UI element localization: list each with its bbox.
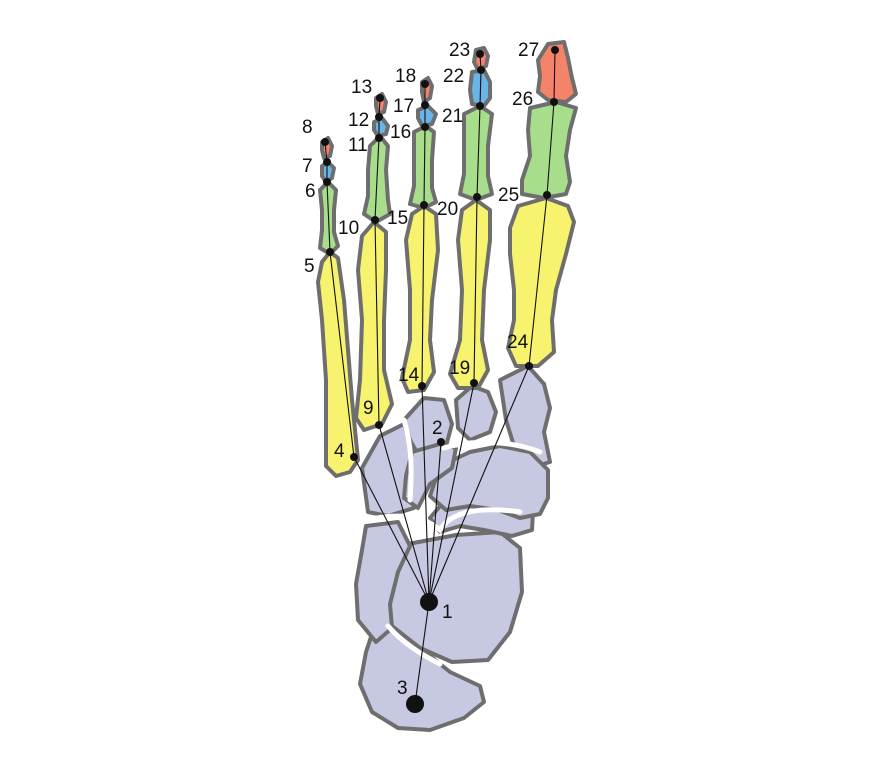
metatarsal-5 <box>316 250 360 478</box>
landmark-point-8 <box>321 138 329 146</box>
landmark-point-20 <box>473 193 481 201</box>
landmark-point-2 <box>437 438 445 446</box>
metatarsal-1 <box>506 196 576 368</box>
calcaneus-bone <box>358 616 486 732</box>
landmark-label-18: 18 <box>395 66 416 87</box>
landmark-point-5 <box>326 248 334 256</box>
landmark-label-11: 11 <box>348 135 368 156</box>
cuneiform-medial-bone <box>454 384 498 442</box>
landmark-label-3: 3 <box>397 678 408 699</box>
tarsal-bones <box>354 364 552 732</box>
landmark-point-7 <box>323 158 331 166</box>
landmark-label-24: 24 <box>507 332 529 353</box>
first-cuneiform-bone <box>498 364 552 470</box>
landmark-labels: 1 2 3 4 5 6 7 8 9 10 11 12 13 14 15 16 1… <box>302 40 539 699</box>
metatarsal-2 <box>448 198 492 390</box>
landmark-point-27 <box>551 46 559 54</box>
medial-tarsal-bone <box>428 444 550 520</box>
landmark-point-1 <box>420 593 438 611</box>
landmark-label-13: 13 <box>351 77 372 98</box>
landmark-label-23: 23 <box>449 40 470 61</box>
landmark-label-15: 15 <box>387 208 408 229</box>
joint-gaps <box>359 417 543 667</box>
landmark-point-17 <box>421 101 429 109</box>
landmark-label-10: 10 <box>338 218 359 239</box>
landmark-point-26 <box>550 98 558 106</box>
landmark-label-4: 4 <box>334 441 345 462</box>
metatarsal-4 <box>354 220 394 432</box>
metatarsal-bones <box>316 196 576 478</box>
landmark-label-27: 27 <box>518 40 539 61</box>
landmark-point-10 <box>371 216 379 224</box>
landmark-point-21 <box>476 102 484 110</box>
landmark-label-19: 19 <box>449 358 470 379</box>
landmark-label-25: 25 <box>498 185 519 206</box>
landmark-label-12: 12 <box>348 110 369 131</box>
landmark-point-14 <box>418 382 426 390</box>
landmark-label-7: 7 <box>302 156 313 177</box>
metatarsal-3 <box>400 204 440 394</box>
landmark-points <box>321 46 559 713</box>
landmark-point-6 <box>323 178 331 186</box>
landmark-point-15 <box>420 201 428 209</box>
landmark-point-13 <box>376 94 384 102</box>
landmark-label-1: 1 <box>442 602 453 623</box>
landmark-label-16: 16 <box>390 122 411 143</box>
landmark-point-12 <box>375 113 383 121</box>
landmark-point-19 <box>470 379 478 387</box>
landmark-point-16 <box>421 123 429 131</box>
landmark-label-20: 20 <box>437 199 458 220</box>
proximal-phalanx-2 <box>458 104 494 202</box>
landmark-label-21: 21 <box>442 106 463 127</box>
landmark-label-8: 8 <box>302 117 313 138</box>
landmark-label-2: 2 <box>432 418 443 439</box>
middle-phalanx-4 <box>372 116 390 138</box>
proximal-phalanx-1 <box>520 100 578 200</box>
landmark-label-26: 26 <box>512 89 533 110</box>
landmark-point-9 <box>375 421 383 429</box>
landmark-label-5: 5 <box>304 256 315 277</box>
landmark-point-4 <box>350 453 358 461</box>
landmark-point-25 <box>543 191 551 199</box>
landmark-label-6: 6 <box>305 181 316 202</box>
distal-phalanx-1 <box>536 40 578 104</box>
landmark-point-11 <box>375 134 383 142</box>
distal-phalanges <box>320 40 578 160</box>
landmark-label-17: 17 <box>393 96 414 117</box>
landmark-label-22: 22 <box>443 66 464 87</box>
landmark-label-14: 14 <box>398 365 420 386</box>
middle-phalanx-3 <box>416 104 438 128</box>
landmark-label-9: 9 <box>363 398 374 419</box>
landmark-point-3 <box>406 695 424 713</box>
landmark-point-23 <box>476 50 484 58</box>
landmark-point-24 <box>525 362 533 370</box>
landmark-point-18 <box>421 80 429 88</box>
landmark-point-22 <box>477 66 485 74</box>
proximal-phalanx-3 <box>408 124 438 210</box>
